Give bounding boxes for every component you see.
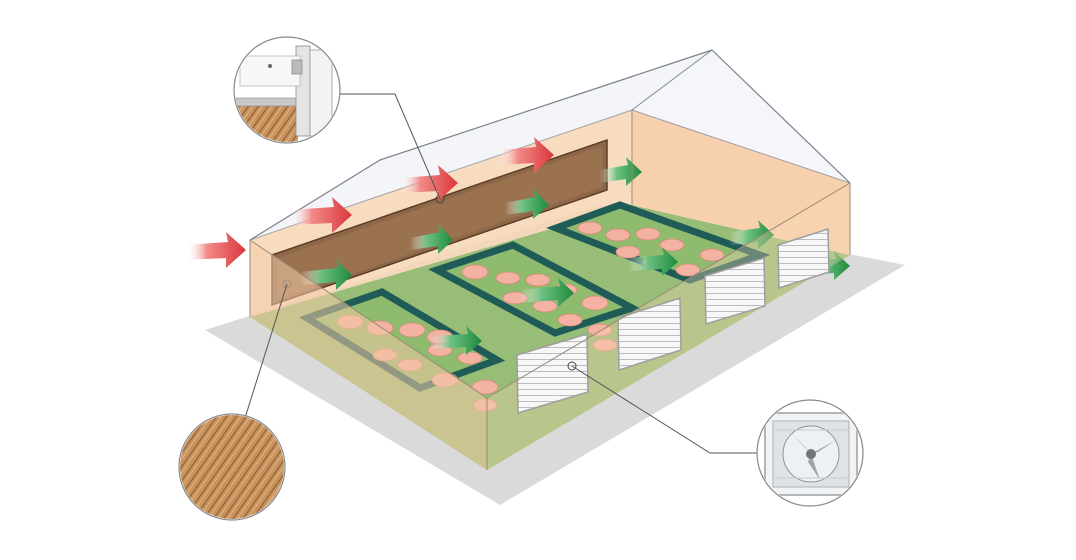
front-end-wall: [250, 240, 487, 470]
inflow-airflow-arrows: [186, 137, 554, 268]
leader-lines: [244, 93, 760, 454]
leader-fan: [571, 365, 760, 454]
green-arrow-icon: [410, 224, 453, 254]
green-arrow-icon: [730, 220, 774, 249]
exhaust-fan: [704, 256, 766, 326]
exhaust-fan: [777, 227, 830, 290]
green-arrow-icon: [628, 247, 678, 276]
leader-bracket: [335, 93, 441, 200]
leader-texture: [244, 283, 288, 419]
exhaust-fans: [516, 227, 830, 415]
red-arrow-icon: [498, 137, 554, 173]
back-end-wall: [632, 110, 850, 255]
roof: [249, 49, 851, 470]
green-arrow-icon: [430, 326, 482, 355]
exhaust-fan: [617, 296, 682, 372]
red-arrow-icon: [290, 197, 352, 233]
exhaust-fan: [516, 332, 589, 415]
callout-pad-texture-detail: [178, 413, 286, 521]
green-arrow-icon: [520, 278, 574, 307]
callout-exhaust-fan-detail: [756, 399, 864, 507]
green-arrow-icon: [505, 189, 549, 219]
bracket-detail-icon: [235, 40, 339, 142]
red-arrow-icon: [186, 232, 246, 268]
red-arrow-icon: [400, 165, 458, 201]
callout-pad-bracket-detail: [233, 36, 341, 144]
cooling-pad-inner: [277, 146, 602, 300]
fan-icon: [764, 412, 858, 496]
honeycomb-texture-icon: [180, 415, 284, 519]
